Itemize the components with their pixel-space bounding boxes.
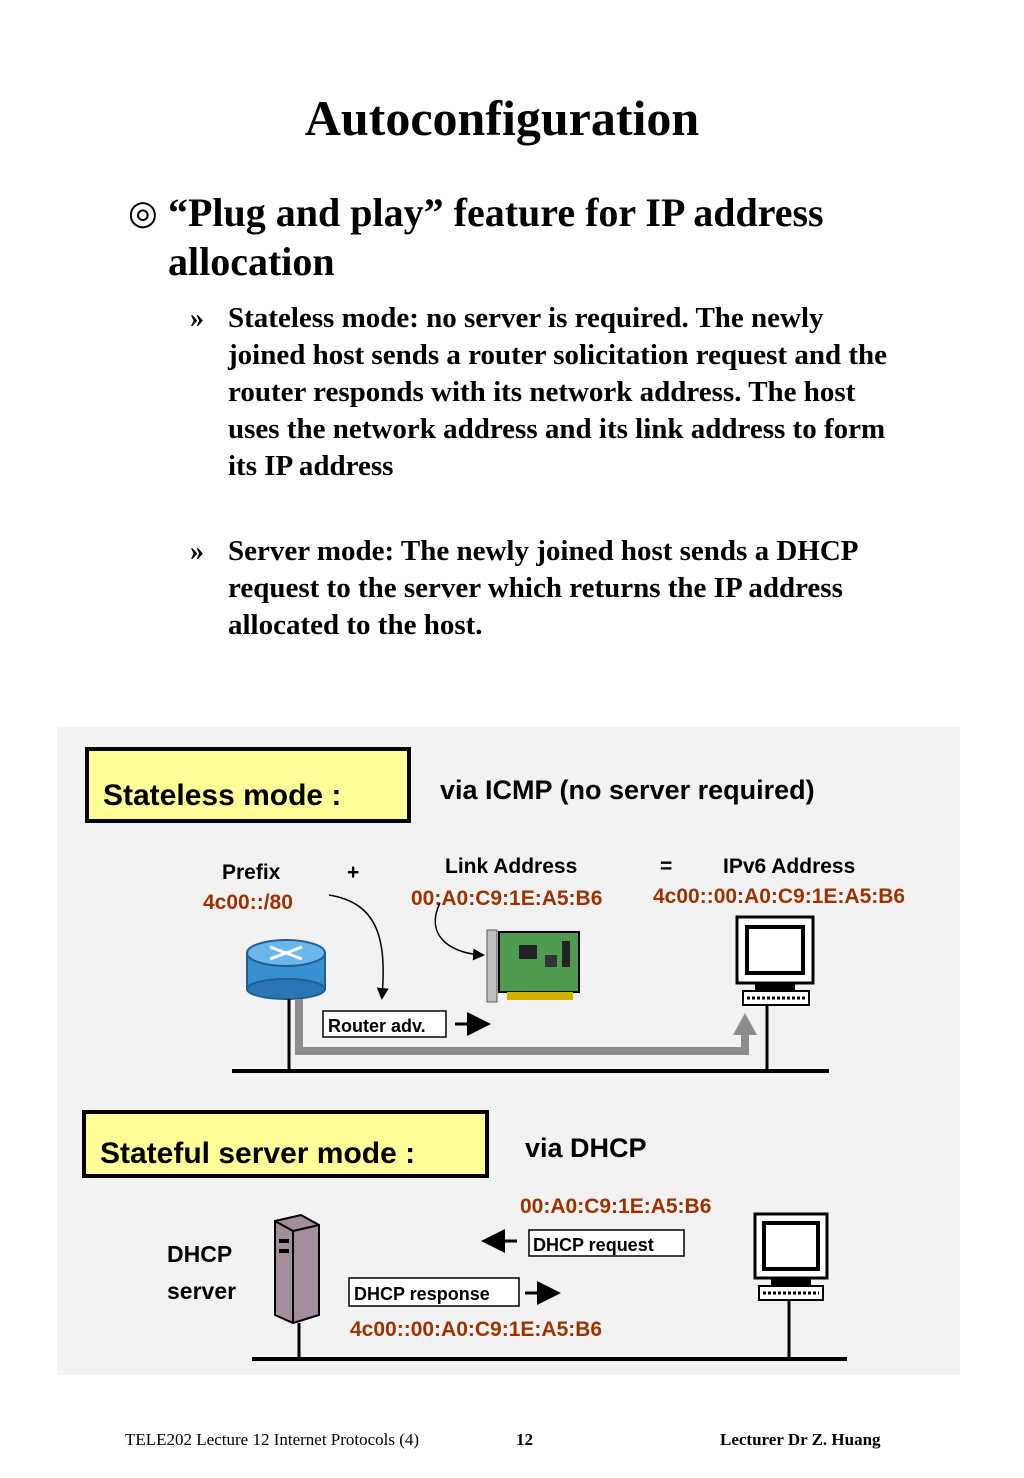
dhcp-server-icon [274,1213,320,1325]
ipv6-address-value: 4c00::00:A0:C9:1E:A5:B6 [653,885,905,908]
stateless-via-label: via ICMP (no server required) [440,775,815,805]
sub-bullet-text: Stateless mode: no server is required. T… [228,302,887,482]
dhcp-server-label-line1: DHCP [167,1241,232,1267]
stateless-mode-box: Stateless mode : [85,747,411,823]
router-icon [246,939,326,1000]
sub-bullet-marker: » [190,303,204,334]
stateful-mode-box: Stateful server mode : [82,1110,489,1178]
plus-sign: + [347,861,359,884]
stateful-mode-label: Stateful server mode : [100,1137,415,1170]
dhcp-request-box: DHCP request [528,1229,685,1257]
footer-course: TELE202 Lecture 12 Internet Protocols (4… [125,1430,420,1449]
sub-bullet-text: Server mode: The newly joined host sends… [228,535,857,641]
sub-bullet-marker: » [190,536,204,567]
network-card-icon [486,929,580,1003]
target-bullet-icon: ◎ [128,195,158,232]
dhcp-response-box: DHCP response [348,1277,520,1307]
autoconfiguration-diagram: Stateless mode : via ICMP (no server req… [57,727,960,1375]
router-adv-label: Router adv. [328,1016,426,1036]
host-computer-icon [735,915,815,1006]
slide-title: Autoconfiguration [304,90,700,146]
dhcp-request-label: DHCP request [533,1235,654,1255]
stateless-mode-label: Stateless mode : [103,779,341,812]
footer-page-number: 12 [516,1430,533,1449]
sub-bullet-stateless: » Stateless mode: no server is required.… [190,300,890,485]
link-address-value: 00:A0:C9:1E:A5:B6 [411,887,602,910]
dhcp-assigned-value: 4c00::00:A0:C9:1E:A5:B6 [350,1318,602,1341]
equals-sign: = [660,855,672,878]
sub-bullet-server: » Server mode: The newly joined host sen… [190,533,890,644]
dhcp-server-label-line2: server [167,1278,236,1304]
dhcp-response-label: DHCP response [354,1284,490,1304]
stateful-via-label: via DHCP [525,1133,647,1163]
main-bullet-text: “Plug and play” feature for IP address a… [168,190,824,284]
dhcp-mac-value: 00:A0:C9:1E:A5:B6 [520,1195,711,1218]
main-bullet: ◎ “Plug and play” feature for IP address… [128,188,828,286]
prefix-value: 4c00::/80 [203,891,293,914]
ipv6-address-label: IPv6 Address [723,855,855,878]
link-address-label: Link Address [445,855,577,878]
router-adv-box: Router adv. [322,1010,447,1038]
client-computer-icon [753,1212,829,1301]
footer-lecturer: Lecturer Dr Z. Huang [720,1430,881,1449]
prefix-label: Prefix [222,861,281,884]
